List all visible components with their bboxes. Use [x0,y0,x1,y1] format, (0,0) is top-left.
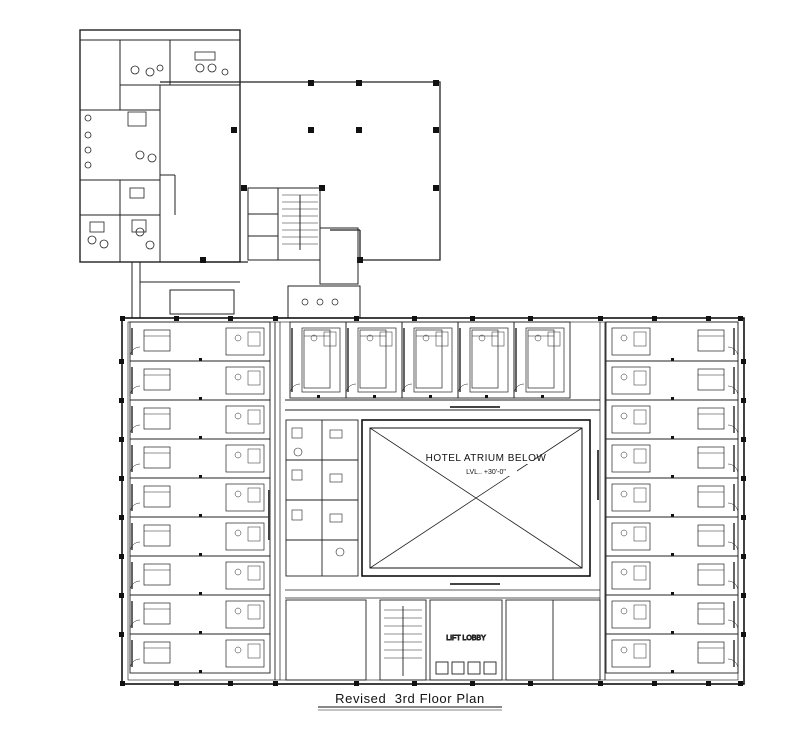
drawing-title-block: Revised 3rd Floor Plan [318,691,502,711]
open-hall [160,80,441,263]
guest-room [401,321,459,399]
guest-room [129,594,271,635]
guest-room [129,555,271,596]
guest-room [605,438,739,479]
hotel-atrium: HOTEL ATRIUM BELOW LVL.. +30'-0" [361,419,591,577]
guest-room [129,477,271,518]
east-guest-rooms [604,321,739,680]
guest-room [605,477,739,518]
guest-room [605,516,739,557]
guest-room [129,360,271,401]
guest-room [345,321,403,399]
atrium-label: HOTEL ATRIUM BELOW [426,453,547,464]
office-wing [79,29,241,263]
guest-room [605,555,739,596]
west-guest-rooms [129,321,276,680]
hotel-block-outline [119,316,746,686]
guest-room [289,321,347,399]
service-core-west [285,419,359,577]
guest-room [129,516,271,557]
north-guest-rooms [285,321,600,411]
guest-room [513,321,571,399]
guest-room [129,321,271,362]
corridors [268,322,601,680]
guest-room [605,360,739,401]
south-core: LIFT LOBBY [285,599,601,681]
atrium-level-label: LVL.. +30'-0" [466,469,506,476]
drawing-title: Revised 3rd Floor Plan [335,691,485,706]
guest-room [605,321,739,362]
guest-room [605,399,739,440]
guest-room [129,438,271,479]
guest-room [605,633,739,674]
stair-core-north [247,187,359,285]
guest-room [457,321,515,399]
guest-room [129,633,271,674]
lift-lobby-label: LIFT LOBBY [446,635,486,642]
guest-room [605,594,739,635]
connector-corridor [131,262,361,319]
guest-room [129,399,271,440]
